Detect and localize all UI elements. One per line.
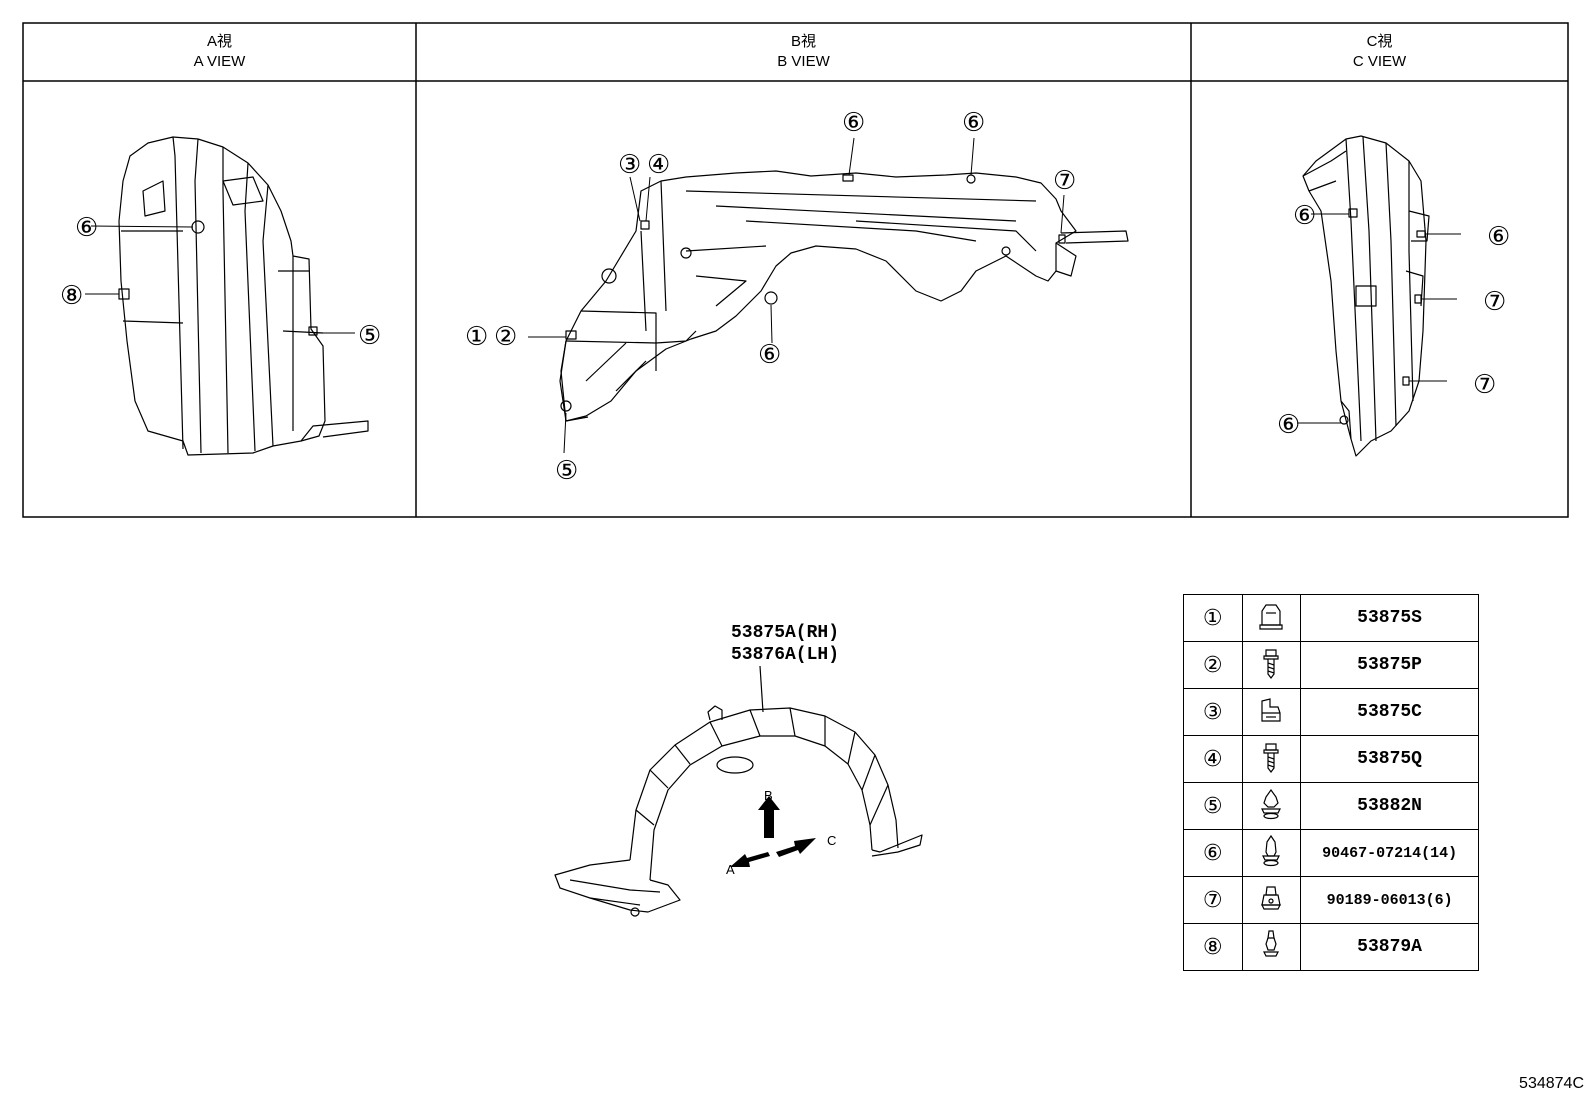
view-label-c: C視 C VIEW [1191, 32, 1568, 72]
legend-num: ② [1183, 641, 1243, 689]
b-callout-6-top-right: ⑥ [962, 108, 986, 138]
legend-row: ① 53875S [1183, 594, 1479, 642]
legend-row: ⑤ 53882N [1183, 782, 1479, 830]
b-callout-5: ⑤ [555, 456, 579, 486]
push-clip-icon [1241, 829, 1302, 877]
legend-num: ⑤ [1183, 782, 1243, 830]
clip-icon [1241, 594, 1302, 642]
part-number-rh: 53875A(RH) [731, 623, 840, 643]
c-callout-6-bottom: ⑥ [1277, 410, 1301, 440]
b-callout-4: ④ [647, 150, 671, 180]
fastener-legend-table: ① 53875S ② 53875P ③ 53875C ④ 53875Q ⑤ 53… [1183, 594, 1479, 971]
view-label-a-jp: A視 [206, 33, 232, 50]
b-callout-6-top-left: ⑥ [842, 108, 866, 138]
c-callout-7-lower: ⑦ [1473, 370, 1497, 400]
view-label-a: A視 A VIEW [23, 32, 416, 72]
view-label-b: B視 B VIEW [416, 32, 1191, 72]
legend-part-number: 90467-07214(14) [1300, 829, 1479, 877]
screw-icon [1241, 735, 1302, 783]
view-label-a-en: A VIEW [193, 53, 246, 70]
b-view-drawing [528, 137, 1129, 454]
part-number-lh: 53876A(LH) [731, 645, 840, 665]
c-callout-7-upper: ⑦ [1483, 287, 1507, 317]
legend-part-number: 53875C [1300, 688, 1479, 736]
legend-row: ② 53875P [1183, 641, 1479, 689]
b-callout-7: ⑦ [1053, 166, 1077, 196]
legend-row: ④ 53875Q [1183, 735, 1479, 783]
legend-part-number: 53879A [1300, 923, 1479, 971]
legend-part-number: 53875Q [1300, 735, 1479, 783]
legend-row: ③ 53875C [1183, 688, 1479, 736]
a-callout-5: ⑤ [358, 321, 382, 351]
legend-part-number: 53882N [1300, 782, 1479, 830]
legend-num: ④ [1183, 735, 1243, 783]
legend-row: ⑧ 53879A [1183, 923, 1479, 971]
direction-label-c: C [827, 833, 837, 848]
views-frame [22, 22, 1569, 518]
legend-num: ⑦ [1183, 876, 1243, 924]
direction-label-a: A [726, 862, 735, 877]
view-label-c-en: C VIEW [1352, 53, 1407, 70]
legend-part-number: 53875P [1300, 641, 1479, 689]
legend-part-number: 53875S [1300, 594, 1479, 642]
b-callout-3: ③ [618, 150, 642, 180]
legend-num: ⑧ [1183, 923, 1243, 971]
b-callout-2: ② [494, 322, 518, 352]
legend-num: ⑥ [1183, 829, 1243, 877]
legend-num: ③ [1183, 688, 1243, 736]
figure-code: 534874C [1519, 1075, 1584, 1092]
view-label-c-jp: C視 [1366, 33, 1393, 50]
fender-liner-drawing [554, 665, 923, 917]
push-clip-icon [1241, 782, 1302, 830]
legend-num: ① [1183, 594, 1243, 642]
a-callout-8: ⑧ [60, 281, 84, 311]
a-callout-6: ⑥ [75, 213, 99, 243]
c-callout-6-right: ⑥ [1487, 222, 1511, 252]
c-view-drawing [1297, 135, 1461, 457]
legend-row: ⑦ 90189-06013(6) [1183, 876, 1479, 924]
b-callout-6-bottom: ⑥ [758, 340, 782, 370]
nut-clip-icon [1241, 688, 1302, 736]
view-label-b-jp: B視 [790, 33, 816, 50]
a-view-drawing [85, 136, 369, 456]
view-label-b-en: B VIEW [777, 53, 830, 70]
b-callout-1: ① [465, 322, 489, 352]
pin-clip-icon [1241, 923, 1302, 971]
screw-icon [1241, 641, 1302, 689]
direction-label-b: B [764, 788, 773, 803]
legend-part-number: 90189-06013(6) [1300, 876, 1479, 924]
legend-row: ⑥ 90467-07214(14) [1183, 829, 1479, 877]
c-callout-6-top-left: ⑥ [1293, 201, 1317, 231]
grommet-icon [1241, 876, 1302, 924]
